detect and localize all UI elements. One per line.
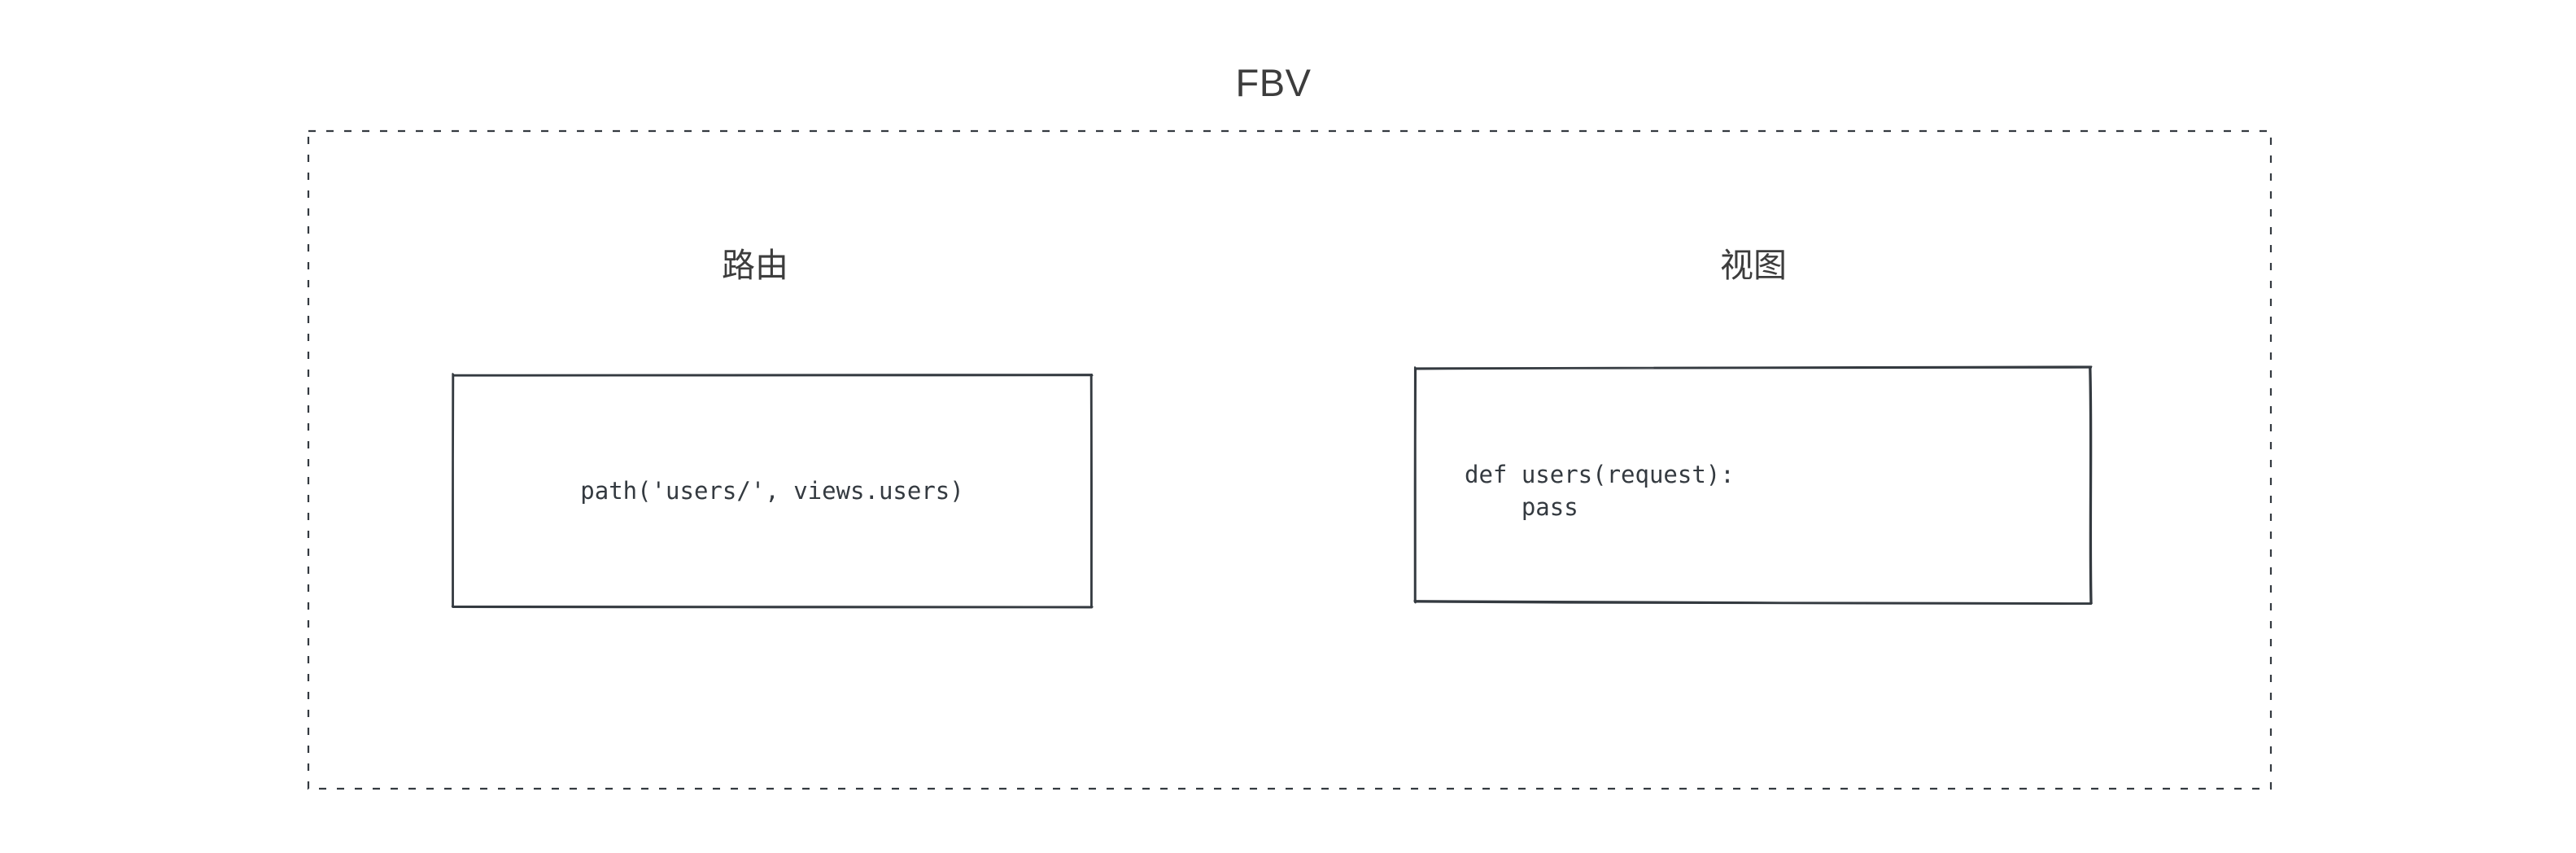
route-code-text: path('users/', views.users) bbox=[580, 477, 964, 505]
view-code-text: def users(request): pass bbox=[1465, 461, 1735, 521]
page-title: FBV bbox=[1235, 61, 1312, 104]
fbv-container bbox=[307, 129, 2273, 790]
view-code-box[interactable]: def users(request): pass bbox=[1413, 365, 2093, 606]
group-label-view: 视图 bbox=[1720, 247, 1787, 284]
container-dashed-border bbox=[307, 129, 2273, 790]
group-label-route: 路由 bbox=[722, 247, 788, 284]
route-code-box[interactable]: path('users/', views.users) bbox=[451, 373, 1094, 609]
